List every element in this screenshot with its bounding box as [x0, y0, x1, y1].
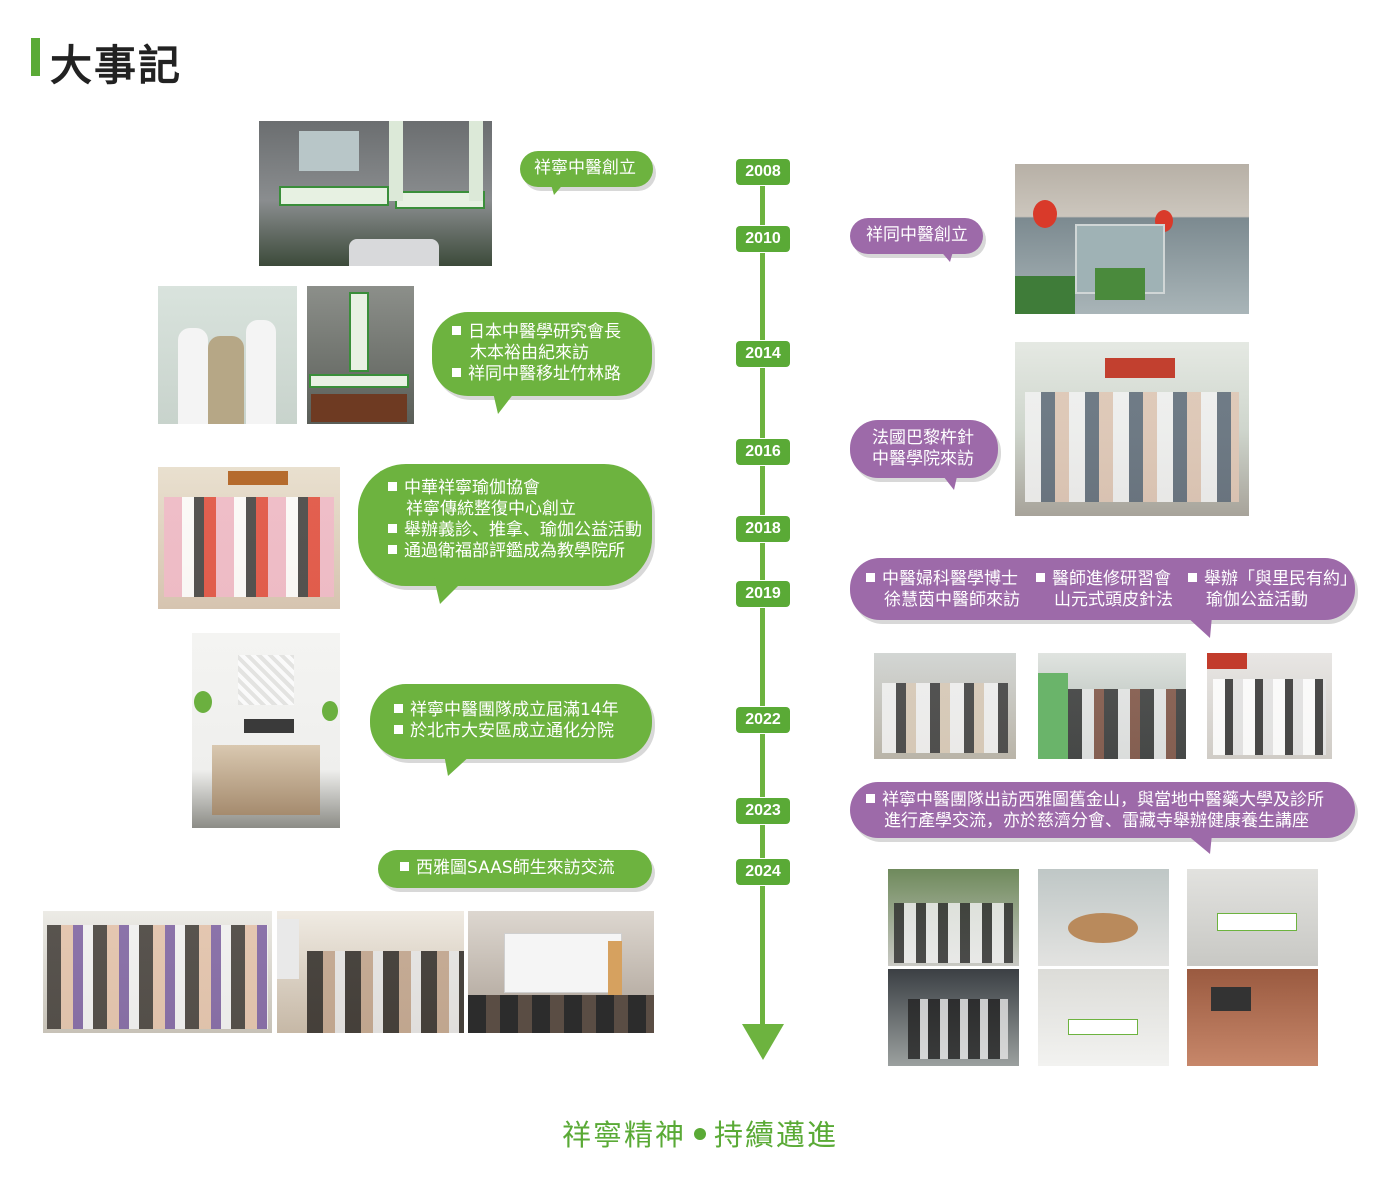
timeline-arrow-icon	[742, 1024, 784, 1060]
event-line: 祥寧中醫團隊出訪西雅圖舊金山，與當地中醫藥大學及診所	[866, 790, 1355, 811]
year-label-2024: 2024	[736, 859, 790, 885]
bullet-icon	[452, 326, 461, 335]
photo-2008-storefront	[259, 121, 492, 266]
event-bubble-2022: 祥寧中醫團隊成立屆滿14年 於北市大安區成立通化分院	[370, 684, 652, 776]
footer-slogan: 祥寧精神持續邁進	[0, 1112, 1400, 1154]
event-line: 於北市大安區成立通化分院	[394, 721, 652, 742]
event-line: 祥寧中醫團隊成立屆滿14年	[394, 700, 652, 721]
bullet-icon	[388, 482, 397, 491]
bullet-icon	[400, 862, 409, 871]
event-item-2019-b: 醫師進修研習會 山元式頭皮針法	[1036, 569, 1173, 611]
bullet-icon	[388, 545, 397, 554]
event-bubble-2018: 中華祥寧瑜伽協會 祥寧傳統整復中心創立 舉辦義診、推拿、瑜伽公益活動 通過衛福部…	[358, 464, 652, 604]
event-line: 祥寧中醫創立	[534, 158, 636, 178]
event-bubble-2024: 西雅圖SAAS師生來訪交流	[378, 850, 652, 888]
year-label-2018: 2018	[736, 516, 790, 542]
event-bubble-2010: 祥同中醫創立	[850, 218, 983, 262]
bullet-icon	[866, 794, 875, 803]
photo-2019-workshop	[1038, 653, 1186, 759]
event-line: 通過衛福部評鑑成為教學院所	[388, 541, 652, 562]
year-label-2022: 2022	[736, 707, 790, 733]
footer-slogan-left: 祥寧精神	[561, 1118, 686, 1152]
event-line: 進行產學交流，亦於慈濟分會、雷藏寺舉辦健康養生講座	[884, 811, 1309, 831]
event-line: 法國巴黎杵針	[872, 428, 974, 448]
bullet-icon	[866, 573, 875, 582]
bullet-icon	[394, 725, 403, 734]
photo-2022-branch	[192, 633, 340, 828]
year-label-2023: 2023	[736, 798, 790, 824]
event-line: 祥同中醫移址竹林路	[452, 364, 652, 385]
bullet-icon	[394, 704, 403, 713]
year-label-2014: 2014	[736, 341, 790, 367]
bullet-icon	[452, 368, 461, 377]
photo-2014-visit	[158, 286, 297, 424]
event-bubble-2023: 祥寧中醫團隊出訪西雅圖舊金山，與當地中醫藥大學及診所 進行產學交流，亦於慈濟分會…	[850, 782, 1355, 854]
event-line: 祥同中醫創立	[866, 225, 968, 245]
photo-2024-grid-3	[1187, 869, 1318, 966]
event-line: 木本裕由紀來訪	[470, 343, 589, 363]
event-line: 中醫學院來訪	[872, 449, 974, 469]
event-bubble-2016: 法國巴黎杵針 中醫學院來訪	[850, 420, 998, 490]
event-line: 中華祥寧瑜伽協會	[388, 478, 652, 499]
year-label-2019: 2019	[736, 581, 790, 607]
photo-2024-presentation	[468, 911, 654, 1033]
photo-2024-grid-2	[1038, 869, 1169, 966]
event-bubble-2019: 中醫婦科醫學博士 徐慧茵中醫師來訪 醫師進修研習會 山元式頭皮針法 舉辦「與里民…	[850, 558, 1357, 638]
event-line: 西雅圖SAAS師生來訪交流	[400, 858, 652, 879]
photo-2024-grid-1	[888, 869, 1019, 966]
page-title: 大事記	[50, 41, 183, 90]
photo-2024-grid-6	[1187, 969, 1318, 1066]
event-bubble-2008: 祥寧中醫創立	[520, 151, 653, 195]
bullet-icon	[1188, 573, 1197, 582]
bullet-icon	[388, 524, 397, 533]
photo-2019-visit	[874, 653, 1016, 759]
photo-2016-group	[1015, 342, 1249, 516]
year-label-2016: 2016	[736, 439, 790, 465]
year-label-2010: 2010	[736, 226, 790, 252]
year-label-2008: 2008	[736, 159, 790, 185]
event-item-2019-a: 中醫婦科醫學博士 徐慧茵中醫師來訪	[866, 569, 1020, 611]
photo-2010-storefront	[1015, 164, 1249, 314]
photo-2024-lecture	[277, 911, 464, 1033]
photo-2018-group	[158, 467, 340, 609]
title-accent-bar	[31, 38, 40, 76]
photo-2024-grid-5	[1038, 969, 1169, 1066]
footer-slogan-right: 持續邁進	[714, 1118, 839, 1152]
event-line: 祥寧傳統整復中心創立	[406, 499, 576, 519]
event-item-2019-c: 舉辦「與里民有約」 瑜伽公益活動	[1188, 569, 1357, 611]
dot-icon	[694, 1128, 706, 1140]
bullet-icon	[1036, 573, 1045, 582]
event-line: 舉辦義診、推拿、瑜伽公益活動	[388, 520, 652, 541]
event-bubble-2014: 日本中醫學研究會長 木本裕由紀來訪 祥同中醫移址竹林路	[432, 312, 652, 414]
event-line: 日本中醫學研究會長	[452, 322, 652, 343]
photo-2024-students	[43, 911, 272, 1033]
photo-2019-yoga	[1207, 653, 1332, 759]
photo-2014-building	[307, 286, 414, 424]
photo-2024-grid-4	[888, 969, 1019, 1066]
